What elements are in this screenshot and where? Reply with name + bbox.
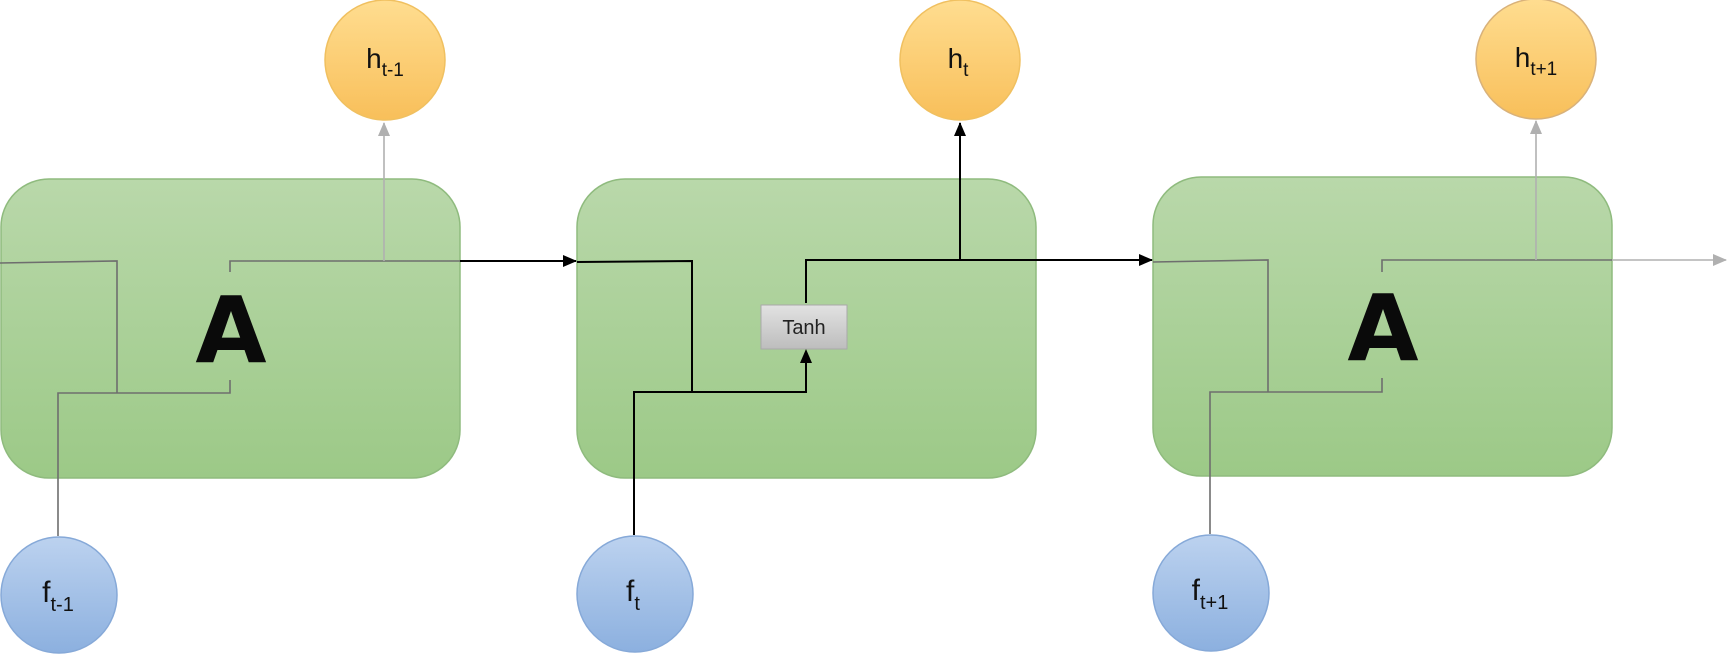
svg-text:ft+1: ft+1	[1192, 574, 1229, 614]
tanh-gate: Tanh	[760, 304, 848, 350]
input-node-current: ft	[576, 535, 694, 653]
output-current-sub: t	[963, 60, 969, 81]
output-node-prev: ht-1	[324, 0, 446, 121]
input-prev-sub: t-1	[51, 594, 74, 616]
input-node-prev: ft-1	[0, 536, 118, 654]
svg-text:ht: ht	[948, 43, 970, 81]
output-node-next: ht+1	[1475, 0, 1597, 120]
output-next-sub: t+1	[1530, 59, 1557, 80]
input-node-next: ft+1	[1152, 534, 1270, 652]
input-current-base: f	[626, 575, 635, 608]
cell-box-next	[1152, 176, 1613, 477]
svg-text:ft-1: ft-1	[42, 576, 74, 616]
input-prev-base: f	[42, 576, 51, 609]
cell-box-prev	[0, 178, 461, 479]
input-next-base: f	[1192, 574, 1201, 607]
cell-next-letter: A	[1347, 275, 1418, 382]
tanh-input-arrowhead	[800, 349, 812, 363]
tanh-gate-box	[760, 304, 848, 350]
cell-prev-letter: A	[195, 277, 266, 384]
output-prev-base: h	[366, 43, 382, 74]
tanh-gate-label: Tanh	[782, 317, 825, 339]
output-next-base: h	[1515, 42, 1531, 73]
input-next-sub: t+1	[1200, 592, 1228, 614]
output-node-current: ht	[899, 0, 1021, 121]
output-current-base: h	[948, 43, 964, 74]
svg-text:ft: ft	[626, 575, 640, 615]
svg-text:ht-1: ht-1	[366, 43, 404, 81]
output-prev-sub: t-1	[382, 60, 404, 81]
svg-text:ht+1: ht+1	[1515, 42, 1558, 80]
input-current-sub: t	[634, 593, 640, 615]
